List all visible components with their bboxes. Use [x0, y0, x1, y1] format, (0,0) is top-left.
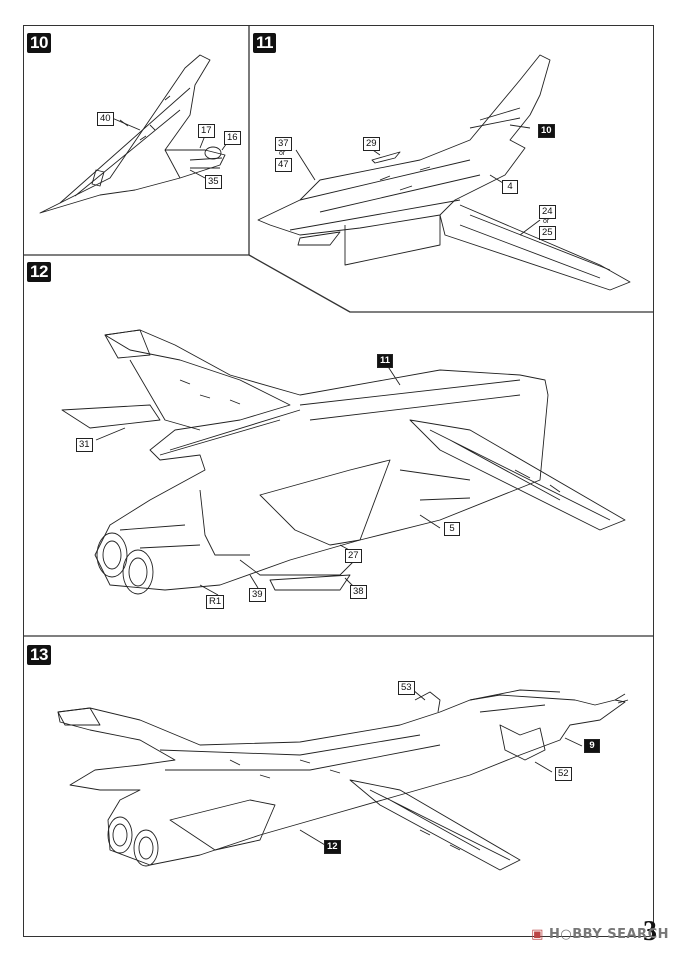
- part-callout-4: 4: [502, 180, 518, 194]
- part-callout-52: 52: [555, 767, 572, 781]
- or-label-24-25: or: [543, 218, 550, 225]
- part-callout-53: 53: [398, 681, 415, 695]
- sheet-frame: [23, 25, 654, 937]
- divider-step10-12: [23, 254, 654, 313]
- part-callout-24: 24: [539, 205, 556, 219]
- part-callout-31: 31: [76, 438, 93, 452]
- step-ref-callout-11: 11: [377, 354, 394, 368]
- part-callout-29: 29: [363, 137, 380, 151]
- step-11-badge: 11: [253, 33, 276, 53]
- part-callout-35: 35: [205, 175, 222, 189]
- watermark: ▣ H○BBY SEARCH: [531, 927, 669, 942]
- step12-assembly-drawing: [61, 329, 626, 595]
- step-10-badge: 10: [27, 33, 51, 53]
- step-13-badge: 13: [27, 645, 51, 665]
- part-callout-27: 27: [345, 549, 362, 563]
- step13-aircraft-drawing: [57, 689, 629, 871]
- part-callout-38: 38: [350, 585, 367, 599]
- step-ref-callout-12: 12: [324, 840, 341, 854]
- step-12-badge: 12: [27, 262, 51, 282]
- or-label-37-47: or: [279, 150, 286, 157]
- page-number: 3: [643, 916, 657, 947]
- step11-fuselage-drawing: [257, 54, 631, 291]
- part-callout-17: 17: [198, 124, 215, 138]
- part-callout-37: 37: [275, 137, 292, 151]
- part-callout-39: 39: [249, 588, 266, 602]
- part-callout-47: 47: [275, 158, 292, 172]
- part-callout-5: 5: [444, 522, 460, 536]
- step-ref-callout-9: 9: [584, 739, 600, 753]
- step-ref-callout-10: 10: [538, 124, 555, 138]
- part-callout-40: 40: [97, 112, 114, 126]
- hobby-search-logo-icon: ▣: [531, 927, 544, 942]
- part-callout-16: 16: [224, 131, 241, 145]
- part-callout-25: 25: [539, 226, 556, 240]
- watermark-text: H○BBY SEARCH: [548, 927, 669, 942]
- part-callout-R1: R1: [206, 595, 225, 609]
